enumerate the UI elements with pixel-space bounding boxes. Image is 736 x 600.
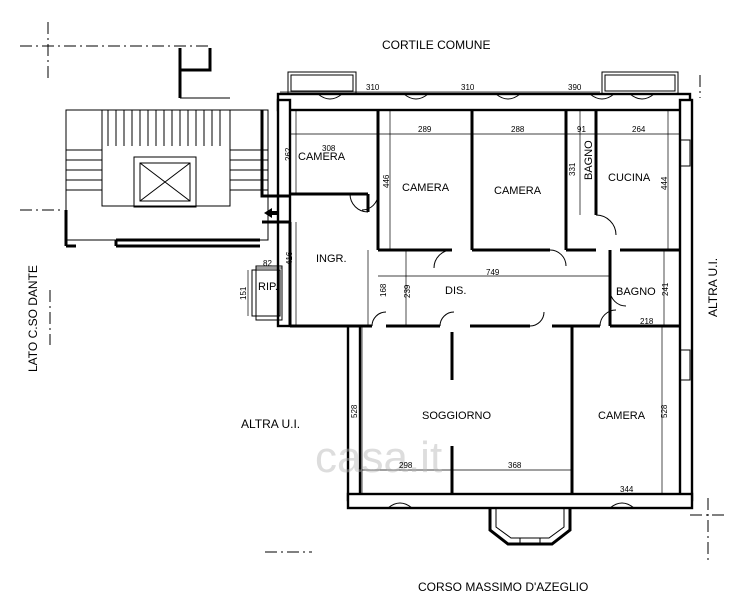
dim-dis-w: 749 — [486, 268, 500, 277]
room-bagno-2: BAGNO — [616, 286, 656, 298]
reference-lines — [20, 22, 725, 560]
dim-cucina-h: 444 — [660, 176, 669, 190]
room-disimpegno: DIS. — [445, 285, 466, 297]
room-camera-3: CAMERA — [494, 185, 542, 197]
dim-bagno-1-w: 91 — [577, 125, 586, 134]
room-ingresso: INGR. — [316, 253, 347, 265]
room-camera-2: CAMERA — [402, 182, 450, 194]
dim-camera-1-h: 262 — [284, 147, 293, 161]
doors — [264, 193, 627, 327]
dim-camera-4-h: 528 — [660, 404, 669, 418]
street-left-label: LATO C.SO DANTE — [26, 265, 40, 372]
dim-camera-2-w: 289 — [418, 125, 432, 134]
dim-soggiorno-w2: 368 — [508, 461, 522, 470]
dim-camera-1-w: 308 — [322, 144, 336, 153]
dim-soggiorno-w1: 298 — [399, 461, 413, 470]
street-top-label: CORTILE COMUNE — [382, 38, 490, 52]
dim-cucina-w: 264 — [632, 125, 646, 134]
watermark: casa.it — [315, 433, 442, 482]
balconies — [287, 71, 679, 95]
room-cucina: CUCINA — [608, 172, 651, 184]
dim-rip-h: 151 — [239, 286, 248, 300]
dim-top-1: 310 — [366, 83, 380, 92]
room-ripostiglio: RIP. — [258, 281, 278, 293]
room-soggiorno: SOGGIORNO — [422, 410, 492, 422]
dim-camera-2-h: 446 — [382, 174, 391, 188]
dim-bagno-2-h: 241 — [661, 282, 670, 296]
dim-bagno-2-w: 218 — [640, 317, 654, 326]
room-camera-1: CAMERA — [298, 151, 346, 163]
dim-dis-h2: 239 — [403, 284, 412, 298]
room-bagno-1: BAGNO — [583, 140, 595, 180]
dim-soggiorno-h: 528 — [350, 404, 359, 418]
room-camera-4: CAMERA — [598, 410, 646, 422]
dim-rip-w: 82 — [263, 259, 272, 268]
adjacent-unit-right-label: ALTRA U.I. — [706, 258, 720, 317]
dimension-lines — [247, 91, 680, 495]
dim-camera-3-w: 288 — [511, 125, 525, 134]
adjacent-unit-left-label: ALTRA U.I. — [241, 417, 300, 431]
street-bottom-label: CORSO MASSIMO D'AZEGLIO — [418, 580, 588, 594]
dim-ingr-h: 416 — [285, 251, 294, 265]
light-shaft — [178, 48, 230, 99]
dim-top-3: 390 — [568, 83, 582, 92]
dim-camera-4-w: 344 — [620, 485, 634, 494]
stairwell — [64, 109, 269, 248]
dim-dis-h1: 168 — [379, 283, 388, 297]
dim-top-2: 310 — [461, 83, 475, 92]
dim-bagno-1-h: 331 — [568, 162, 577, 176]
outer-walls — [251, 92, 694, 546]
